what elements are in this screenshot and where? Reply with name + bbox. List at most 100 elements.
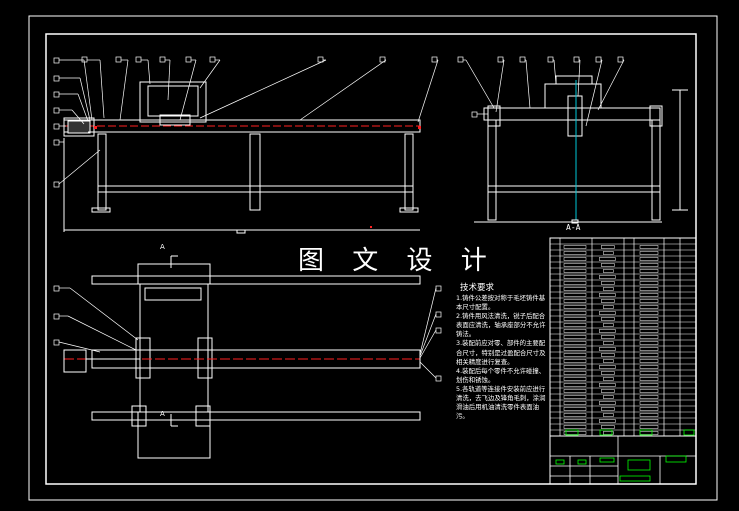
- table-cell-text: [563, 365, 587, 369]
- top-view: [63, 255, 421, 459]
- table-cell-text: [563, 263, 587, 267]
- table-cell-text: [601, 407, 615, 411]
- table-cell-text: [601, 425, 615, 429]
- requirement-item: 5.各轨道等连接件安装前应进行清洗，去飞边及锋角毛刺，涂润滑油后用机油清洗零件表…: [456, 384, 546, 421]
- table-cell-text: [639, 383, 659, 387]
- table-cell-text: [603, 377, 614, 381]
- table-cell-text: [603, 251, 614, 255]
- side-view: [474, 75, 688, 224]
- table-cell-text: [639, 377, 659, 381]
- table-cell-text: [603, 269, 614, 273]
- table-cell-text: [639, 245, 659, 249]
- table-cell-text: [563, 293, 587, 297]
- table-cell-text: [563, 383, 587, 387]
- table-cell-text: [601, 299, 615, 303]
- table-cell-text: [639, 293, 659, 297]
- table-cell-text: [639, 371, 659, 375]
- table-cell-text: [599, 365, 616, 369]
- top-view-leaders: [53, 285, 442, 382]
- table-cell-text: [603, 359, 614, 363]
- outer-border: [28, 15, 718, 501]
- table-cell-text: [639, 431, 659, 435]
- table-cell-text: [599, 401, 616, 405]
- table-cell-text: [563, 287, 587, 291]
- table-cell-text: [603, 287, 614, 291]
- table-cell-text: [603, 431, 614, 435]
- table-cell-text: [601, 281, 615, 285]
- table-cell-text: [563, 413, 587, 417]
- table-cell-text: [563, 251, 587, 255]
- table-cell-text: [639, 275, 659, 279]
- table-cell-text: [639, 395, 659, 399]
- title-block: [550, 429, 696, 484]
- cut-label-bottom: A: [160, 410, 165, 418]
- table-cell-text: [563, 347, 587, 351]
- table-cell-text: [639, 305, 659, 309]
- marker: [370, 226, 372, 228]
- table-cell-text: [563, 269, 587, 273]
- table-cell-text: [563, 353, 587, 357]
- table-cell-text: [563, 245, 587, 249]
- table-cell-text: [563, 323, 587, 327]
- requirement-item: 4.装配后每个零件不允许碰撞、划伤和锈蚀。: [456, 366, 546, 384]
- parts-list-rows: [550, 243, 696, 435]
- table-cell-text: [601, 389, 615, 393]
- table-cell-text: [639, 347, 659, 351]
- table-cell-text: [639, 413, 659, 417]
- requirement-item: 3.装配前应对零、部件的主要配合尺寸，特别是过盈配合尺寸及相关精度进行复查。: [456, 339, 546, 366]
- table-cell-text: [563, 425, 587, 429]
- table-cell-text: [639, 257, 659, 261]
- table-cell-text: [603, 323, 614, 327]
- table-cell-text: [563, 359, 587, 363]
- cut-label-top: A: [160, 243, 165, 251]
- technical-requirements: 技术要求 1.铸件公差按对称于毛坯铸件基本尺寸配置。 2.铸件用风法清洗，锐子后…: [456, 282, 546, 421]
- table-cell-text: [603, 413, 614, 417]
- table-cell-text: [599, 419, 616, 423]
- table-cell-text: [563, 389, 587, 393]
- table-cell-text: [639, 335, 659, 339]
- table-cell-text: [599, 347, 616, 351]
- table-cell-text: [563, 395, 587, 399]
- watermark: 图 文 设 计: [298, 246, 497, 276]
- requirement-item: 1.铸件公差按对称于毛坯铸件基本尺寸配置。: [456, 294, 546, 312]
- table-cell-text: [599, 383, 616, 387]
- table-cell-text: [601, 317, 615, 321]
- table-cell-text: [563, 407, 587, 411]
- front-view: [63, 81, 421, 234]
- table-cell-text: [563, 257, 587, 261]
- table-cell-text: [603, 395, 614, 399]
- table-cell-text: [599, 329, 616, 333]
- table-cell-text: [603, 341, 614, 345]
- table-cell-text: [601, 371, 615, 375]
- marker: [94, 126, 97, 129]
- table-cell-text: [639, 425, 659, 429]
- table-cell-text: [639, 299, 659, 303]
- table-cell-text: [639, 365, 659, 369]
- front-view-leaders: [53, 56, 439, 188]
- table-cell-text: [639, 329, 659, 333]
- table-cell-text: [599, 275, 616, 279]
- table-cell-text: [599, 257, 616, 261]
- table-cell-text: [563, 419, 587, 423]
- table-cell-text: [603, 305, 614, 309]
- table-cell-text: [563, 377, 587, 381]
- marker: [418, 126, 421, 129]
- table-cell-text: [563, 305, 587, 309]
- section-label: A-A: [566, 223, 581, 232]
- table-cell-text: [563, 401, 587, 405]
- table-cell-text: [639, 323, 659, 327]
- table-cell-text: [563, 317, 587, 321]
- table-cell-text: [639, 419, 659, 423]
- table-cell-text: [563, 371, 587, 375]
- parts-list-table: [549, 237, 697, 485]
- table-cell-text: [563, 281, 587, 285]
- table-cell-text: [639, 317, 659, 321]
- table-cell-text: [639, 281, 659, 285]
- table-cell-text: [639, 251, 659, 255]
- table-cell-text: [601, 263, 615, 267]
- table-cell-text: [639, 353, 659, 357]
- table-cell-text: [599, 311, 616, 315]
- table-cell-text: [563, 329, 587, 333]
- table-cell-text: [599, 293, 616, 297]
- table-cell-text: [563, 341, 587, 345]
